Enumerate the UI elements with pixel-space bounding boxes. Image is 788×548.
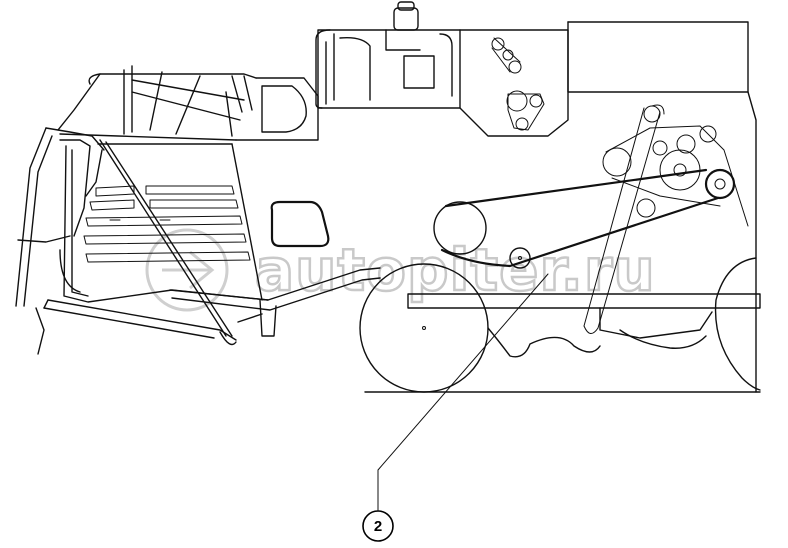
side-window [270, 200, 330, 248]
grille-slats [83, 185, 251, 263]
lower-body-contour [487, 327, 601, 358]
belt-drive [433, 168, 736, 269]
machine-body [407, 21, 761, 393]
elevator-assembly [583, 104, 749, 334]
front-frame [15, 127, 269, 355]
drive-linkage [169, 267, 381, 337]
cab-structure [57, 65, 319, 301]
callout-label: 2 [374, 518, 382, 535]
callout-2: 2 [362, 273, 549, 542]
engine-pulleys [491, 37, 545, 131]
callout-circle [362, 510, 394, 542]
callout-leader-line [377, 273, 549, 511]
lower-body-contour-2 [619, 329, 707, 349]
engine-housing [315, 1, 569, 137]
rear-wheel [714, 257, 761, 391]
